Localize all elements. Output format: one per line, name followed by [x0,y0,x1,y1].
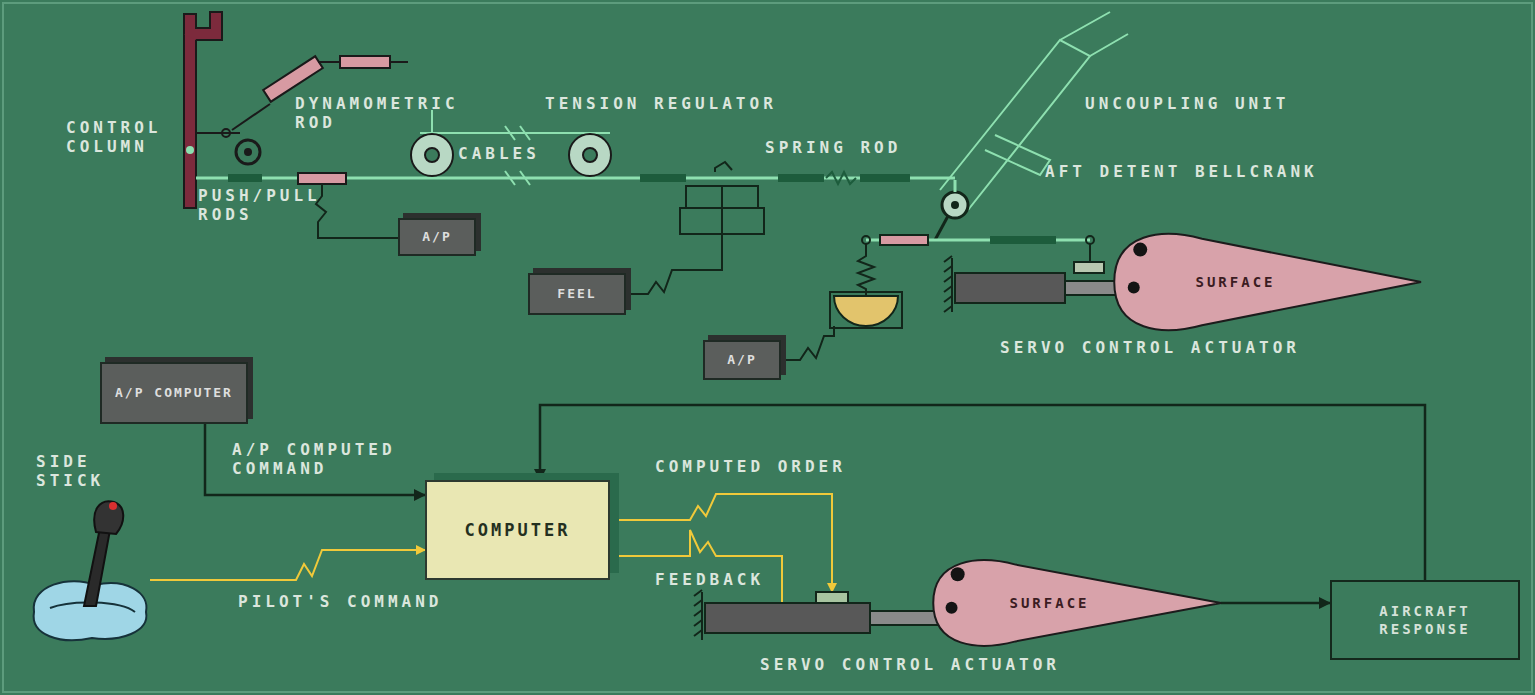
part-label: FEEDBACK [655,570,775,589]
pulley-hub [425,148,439,162]
anchor [701,592,703,640]
node-label: AIRCRAFT RESPONSE [1338,602,1512,638]
pivot [862,236,870,244]
pulley [411,134,453,176]
response-box: AIRCRAFT RESPONSE [1330,580,1520,660]
wire [626,234,722,294]
rod-segment [860,174,910,182]
pivot [951,201,959,209]
signal-line [610,530,782,603]
system-box: A/P [703,340,781,380]
damper-housing [830,292,902,328]
part-label: SERVO CONTROL ACTUATOR [1000,338,1330,357]
part-label: UNCOUPLING UNIT [1085,94,1335,113]
part-label: SPRING ROD [765,138,917,157]
feel-unit [721,186,723,234]
node-label: A/P COMPUTER [115,385,233,401]
control-surface: SURFACE [918,555,1223,651]
uncoupling-unit [1060,12,1128,56]
actuator-rod [870,611,942,625]
servo-valve [1074,262,1104,273]
node-label: SURFACE [1196,274,1276,290]
link [954,180,957,192]
pulley [569,134,611,176]
link [1089,244,1091,262]
pulley-hub [583,148,597,162]
pivot [244,148,252,156]
computer-box: COMPUTER [425,480,610,580]
break-mark [505,126,530,140]
rod-segment [880,235,928,245]
part-label: PILOT'S COMMAND [238,592,483,611]
hinge-point [951,567,965,581]
link [935,216,948,240]
system-box: A/P [398,218,476,256]
actuator-cylinder [955,273,1065,303]
signal-line [610,494,832,592]
break-mark [505,171,530,185]
node-label: A/P [727,352,756,368]
pivot [1086,236,1094,244]
part-label: AFT DETENT BELLCRANK [1045,162,1350,181]
part-label: CONTROL COLUMN [66,118,178,156]
rod [232,104,270,130]
aft-detent-bellcrank [942,192,968,218]
push-pull-rod [298,173,346,184]
node-label: SURFACE [1010,595,1090,611]
anchor [951,258,953,312]
wire [781,326,834,360]
control-surface: SURFACE [1098,228,1423,336]
control-column [184,30,196,208]
link [196,132,240,134]
surface-outline [1114,234,1421,330]
bellcrank [236,140,260,164]
link [715,162,732,172]
centering-spring [858,244,874,296]
side-stick-grip [94,501,123,534]
anchor-hatch [944,256,952,312]
part-label: PUSH/PULL RODS [198,186,334,224]
actuator-attachment [946,602,958,614]
rod-segment [990,236,1056,244]
anchor-hatch [694,590,702,636]
servo-valve [816,592,848,603]
actuator-cylinder [705,603,870,633]
connector-label: A/P COMPUTED COMMAND [232,440,437,478]
node-label: COMPUTER [465,520,571,540]
rod-segment [340,56,390,68]
part-label: DYNAMOMETRIC ROD [295,94,480,132]
surface-outline [933,560,1221,645]
stick-button [109,502,117,510]
damper [834,296,898,326]
rod-segment [640,174,686,182]
control-column-yoke [184,12,222,40]
cable [431,110,433,133]
frame [3,3,1532,692]
hinge-point [1133,243,1147,257]
cable [420,132,610,134]
actuator-attachment [1128,281,1140,293]
uncoupling-unit [940,40,1090,210]
detent-arm [985,135,1050,175]
part-label: TENSION REGULATOR [545,94,807,113]
node-label: A/P [422,229,451,245]
pivot [186,146,194,154]
pivot [222,129,230,137]
connector [1221,602,1330,605]
node-label: FEEL [557,286,596,302]
spring-rod [778,174,824,182]
wire [316,184,398,238]
connector [540,405,1425,580]
part-label: SIDE STICK [36,452,116,490]
spring [826,172,856,184]
part-label: CABLES [458,144,554,163]
rod-segment [228,174,262,182]
system-box: FEEL [528,273,626,315]
part-label: COMPUTED ORDER [655,457,887,476]
system-box: A/P COMPUTER [100,362,248,424]
signal-line [150,550,425,580]
part-label: SERVO CONTROL ACTUATOR [760,655,1120,674]
side-stick [84,528,110,606]
